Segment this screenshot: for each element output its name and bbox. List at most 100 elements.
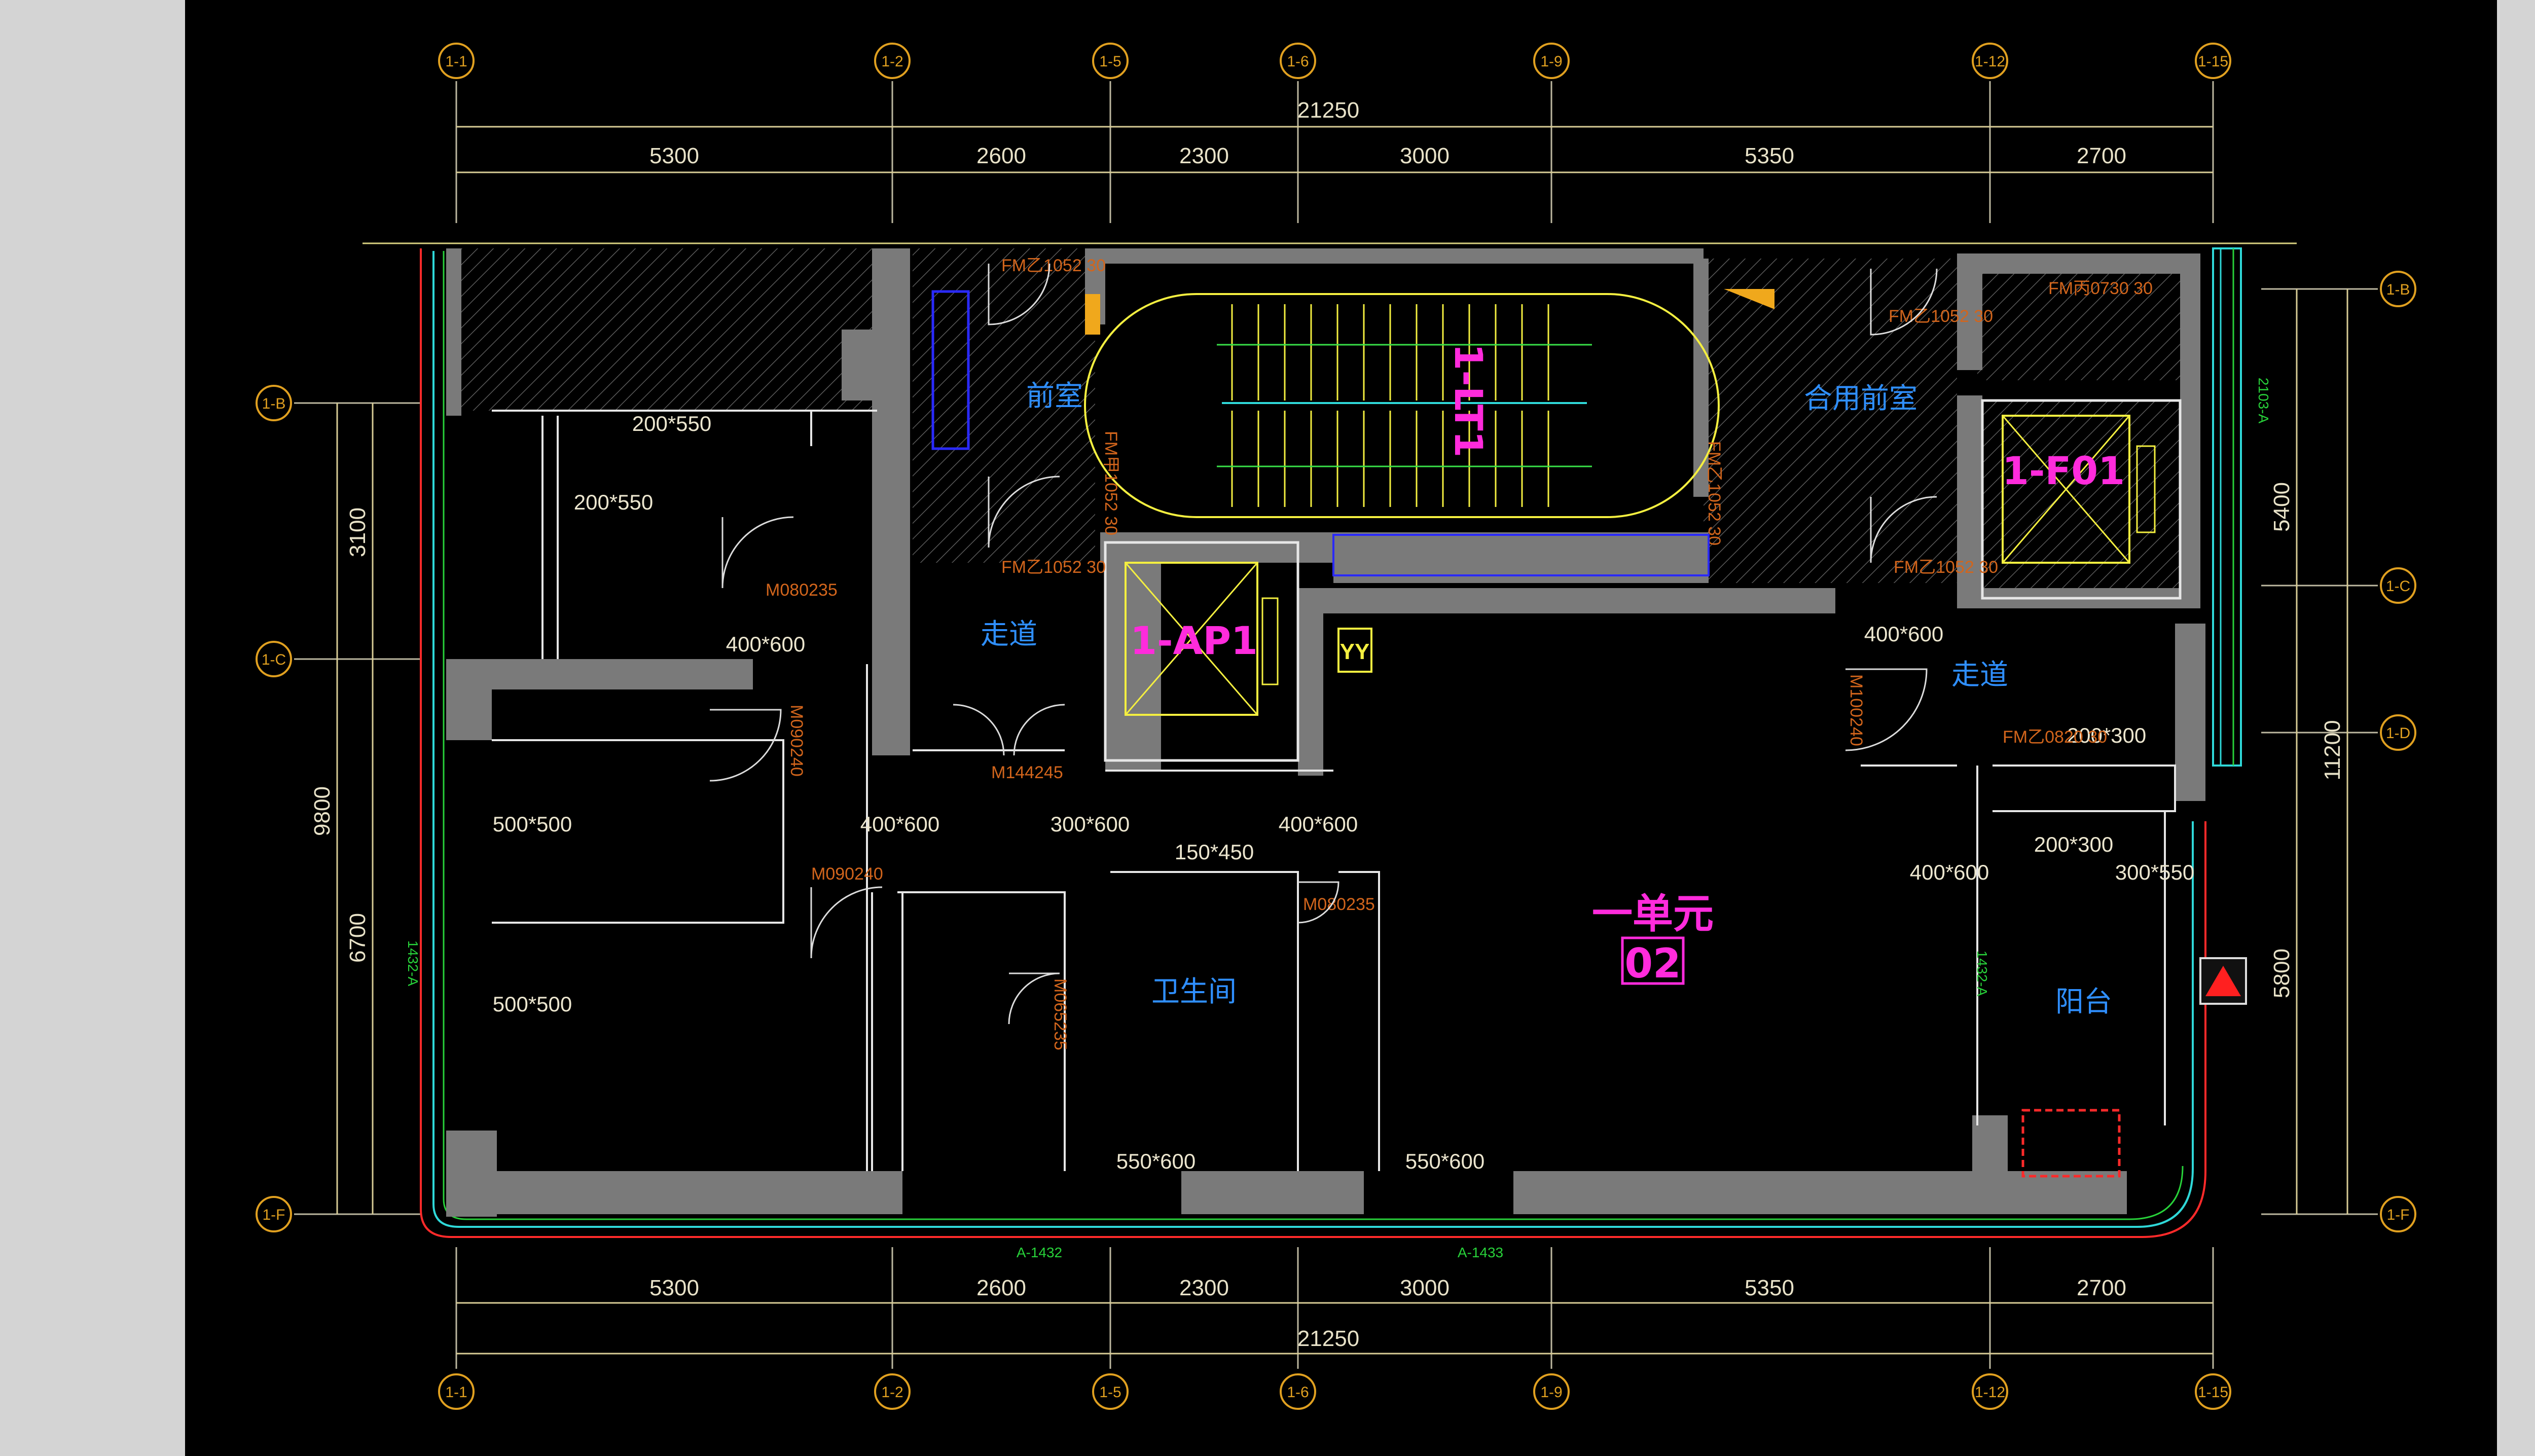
axis-bubble: 1-12 <box>1972 43 2008 79</box>
stair-label: 1-LT1 <box>1446 344 1491 458</box>
axis-bubble-label: 1-D <box>2386 725 2410 742</box>
door-label: FM丙0730 30 <box>2048 279 2153 298</box>
dimension-left: 3100 9800 6700 <box>310 403 374 1214</box>
window-label: A-1433 <box>1458 1245 1503 1260</box>
axis-bubble: 1-6 <box>1280 43 1316 79</box>
dim-seg-3: 2300 <box>1179 143 1229 168</box>
door-label: FM乙0820 30 <box>2003 727 2107 747</box>
door-label: FM乙1052 30 <box>1001 558 1106 577</box>
axis-bubble: 1-1 <box>438 1373 475 1410</box>
axis-bubble-label: 1-9 <box>1540 53 1562 70</box>
axis-bubble: 1-D <box>2380 714 2416 751</box>
axis-bubble: 1-9 <box>1533 43 1570 79</box>
door-label: FM甲1052 30 <box>1101 431 1120 535</box>
hatched-zones <box>446 248 2195 603</box>
stair-core: 1-LT1 <box>1084 293 1720 518</box>
axis-bubble-label: 1-2 <box>881 1384 903 1401</box>
axis-bubble-label: 1-B <box>262 395 286 412</box>
window-label: A-1432 <box>1017 1245 1062 1260</box>
room-corridor-left: 走道 <box>981 618 1037 651</box>
unit-number: 02 <box>1624 940 1681 987</box>
axis-bubble: 1-15 <box>2195 1373 2231 1410</box>
room-corridor-right: 走道 <box>1951 659 2008 691</box>
hole-label: 550*600 <box>1405 1149 1485 1173</box>
door-label: FM乙1052 30 <box>1889 307 1993 326</box>
hole-label: 400*600 <box>1910 860 1989 884</box>
hole-label: 400*600 <box>1864 622 1944 646</box>
room-balcony: 阳台 <box>2055 986 2112 1018</box>
room-shared-front-room: 合用前室 <box>1804 382 1917 415</box>
dim-left-9800: 9800 <box>310 786 335 836</box>
dim-seg-1: 5300 <box>649 143 699 168</box>
hole-label: 400*600 <box>1279 812 1358 836</box>
door-labels: FM乙1052 30 FM丙0730 30 FM乙1052 30 FM甲1052… <box>766 256 2153 1050</box>
hole-label: 500*500 <box>493 992 572 1016</box>
door-label: M144245 <box>991 763 1063 782</box>
door-label: M090240 <box>811 864 883 884</box>
room-labels: 前室 合用前室 走道 走道 卫生间 阳台 <box>981 380 2112 1018</box>
elevator-ap1-label: 1-AP1 <box>1130 618 1258 663</box>
door-label: FM乙1052 30 <box>1001 256 1106 275</box>
door-swings <box>709 263 1938 1025</box>
dim-seg-6: 2700 <box>2077 143 2126 168</box>
axis-bubble-label: 1-1 <box>445 53 467 70</box>
fire-markers <box>931 289 1774 576</box>
hole-labels: 200*550 200*550 400*600 500*500 500*500 … <box>493 412 2195 1173</box>
axis-bubble-label: 1-C <box>2386 578 2410 595</box>
door-label: M065235 <box>1051 978 1070 1050</box>
hole-label: 400*600 <box>860 812 940 836</box>
axis-group-right: 1-B 1-C 1-D 1-F <box>2261 271 2416 1232</box>
axis-bubble-label: 1-15 <box>2198 1384 2228 1401</box>
axis-bubble-label: 1-F <box>263 1207 285 1223</box>
hole-label: 200*300 <box>2067 723 2147 747</box>
door-label: M090240 <box>787 705 806 777</box>
dim-bottom-seg-2: 2600 <box>976 1276 1026 1300</box>
axis-bubble: 1-F <box>2380 1196 2416 1232</box>
door-label: M080235 <box>766 580 838 600</box>
dim-right-11200: 11200 <box>2320 720 2345 780</box>
dim-bottom-seg-1: 5300 <box>649 1276 699 1300</box>
hole-label: 500*500 <box>493 812 572 836</box>
elevator-ap1: 1-AP1 YY <box>1104 541 1372 762</box>
dim-total-top: 21250 <box>1297 98 1359 123</box>
hole-label: 200*550 <box>574 490 654 514</box>
elevator-f01: 1-F01 <box>1981 399 2182 600</box>
axis-bubble-label: 1-2 <box>881 53 903 70</box>
room-front-room: 前室 <box>1026 380 1083 413</box>
axis-bubble: 1-C <box>2380 567 2416 604</box>
dim-left-6700: 6700 <box>345 913 370 963</box>
dim-right-5800: 5800 <box>2269 949 2294 998</box>
axis-group-bottom: 1-1 1-2 1-5 1-6 1-9 1-12 1-15 <box>438 1247 2231 1410</box>
hole-label: 200*550 <box>632 412 712 435</box>
hole-label: 300*600 <box>1051 812 1130 836</box>
axis-bubble: 1-6 <box>1280 1373 1316 1410</box>
dim-right-5400: 5400 <box>2269 482 2294 532</box>
axis-bubble-label: 1-6 <box>1287 1384 1309 1401</box>
axis-bubble: 1-5 <box>1092 1373 1129 1410</box>
axis-bubble: 1-5 <box>1092 43 1129 79</box>
axis-bubble: 1-B <box>256 385 292 421</box>
axis-bubble: 1-2 <box>874 1373 911 1410</box>
dim-bottom-seg-6: 2700 <box>2077 1276 2126 1300</box>
dim-seg-4: 3000 <box>1400 143 1450 168</box>
axis-bubble-label: 1-5 <box>1099 1384 1121 1401</box>
axis-bubble: 1-9 <box>1533 1373 1570 1410</box>
hole-label: 150*450 <box>1175 840 1254 864</box>
dim-total-bottom: 21250 <box>1297 1326 1359 1351</box>
unit-name: 一单元 <box>1592 890 1714 937</box>
stair-treads <box>1231 304 1549 507</box>
window-label: 1432-A <box>405 940 421 987</box>
axis-bubble-label: 1-1 <box>445 1384 467 1401</box>
axis-bubble-label: 1-12 <box>1975 1384 2005 1401</box>
axis-bubble: 1-F <box>256 1196 292 1232</box>
door-label: FM乙1052 30 <box>1894 558 1998 577</box>
axis-bubble-label: 1-5 <box>1099 53 1121 70</box>
north-symbol-icon <box>2199 957 2247 1005</box>
hole-label: 400*600 <box>726 632 806 656</box>
axis-bubble: 1-12 <box>1972 1373 2008 1410</box>
axis-bubble-label: 1-B <box>2386 281 2410 298</box>
room-bathroom: 卫生间 <box>1151 975 1237 1008</box>
